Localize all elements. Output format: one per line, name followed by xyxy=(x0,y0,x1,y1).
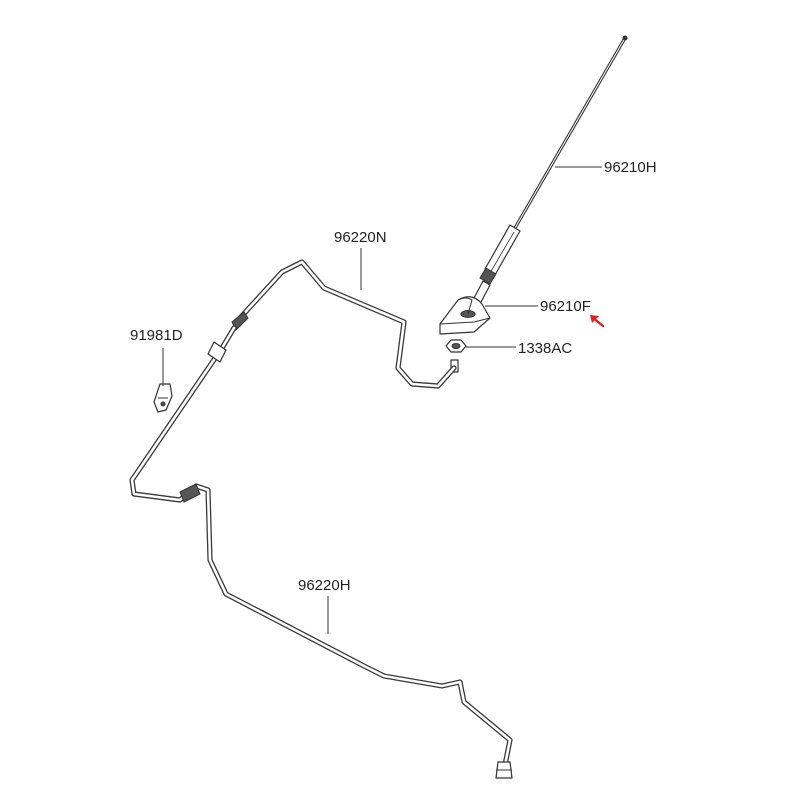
callout-96220H: 96220H xyxy=(298,577,351,594)
highlight-arrow-icon xyxy=(590,315,605,328)
cable-upper xyxy=(231,259,457,389)
antenna-collar xyxy=(479,267,497,285)
callout-1338AC: 1338AC xyxy=(518,340,572,357)
callout-96210F: 96210F xyxy=(540,298,591,315)
cable-sleeve-upper xyxy=(207,341,227,363)
cable-lower xyxy=(129,325,513,779)
antenna-tip xyxy=(622,35,628,41)
callout-96210H: 96210H xyxy=(604,159,657,176)
antenna-base xyxy=(439,296,491,335)
cable-joint-middle xyxy=(179,483,201,503)
antenna-sleeve xyxy=(484,224,521,276)
cable-clip xyxy=(153,383,173,413)
callout-91981D: 91981D xyxy=(130,327,183,344)
antenna-mast xyxy=(472,35,628,305)
callout-96220N: 96220N xyxy=(334,229,387,246)
